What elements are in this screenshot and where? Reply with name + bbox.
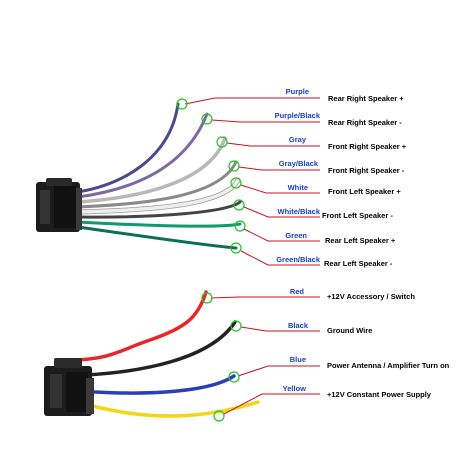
wire-green-black	[76, 225, 238, 250]
wire-function-label: +12V Accessory / Switch	[327, 292, 415, 301]
wire-green	[76, 220, 242, 228]
leader-line	[243, 206, 320, 218]
marker-circle	[201, 292, 213, 304]
wire-color-label: Purple/Black	[275, 111, 321, 120]
marker-circle	[213, 410, 225, 422]
marker-circle	[233, 199, 245, 211]
wire-function-label: Front Left Speaker +	[328, 187, 401, 196]
power-harness	[44, 290, 260, 418]
marker-circle	[230, 177, 242, 189]
wire-color-label: Red	[290, 287, 305, 296]
marker-circle	[228, 160, 240, 172]
wire-color-label: White/Black	[277, 207, 320, 216]
label-row: Purple Rear Right Speaker +	[176, 87, 404, 110]
leader-line	[211, 119, 320, 123]
wire-color-label: Yellow	[283, 384, 307, 393]
wire-gray-black	[76, 160, 238, 209]
wire-yellow	[90, 400, 260, 418]
power-connector	[44, 358, 94, 416]
wire-function-label: Ground Wire	[327, 326, 372, 335]
label-row: Purple/Black Rear Right Speaker -	[201, 111, 402, 127]
wire-black	[83, 320, 237, 377]
wire-color-label: White	[288, 183, 308, 192]
wire-red	[68, 290, 208, 362]
leader-line	[238, 166, 320, 171]
leader-line	[223, 393, 320, 415]
wire-color-label: Purple	[286, 87, 309, 96]
marker-circle	[234, 220, 246, 232]
wire-purple-black	[76, 112, 209, 199]
label-row: Green/Black Rear Left Speaker -	[230, 242, 393, 268]
leader-line	[243, 228, 320, 242]
wire-color-label: Green/Black	[276, 255, 321, 264]
wire-function-label: +12V Constant Power Supply	[327, 390, 432, 399]
wire-function-label: Power Antenna / Amplifier Turn on	[327, 361, 450, 370]
marker-circle	[201, 113, 213, 125]
label-row: Green Rear Left Speaker +	[234, 220, 396, 245]
wire-function-label: Front Right Speaker +	[328, 142, 407, 151]
wire-color-label: Blue	[290, 355, 306, 364]
wire-color-label: Gray/Black	[279, 159, 319, 168]
wire-gray	[76, 136, 227, 204]
leader-line	[210, 296, 320, 299]
speaker-labels: Purple Rear Right Speaker + Purple/Black…	[176, 87, 407, 268]
label-row: Black Ground Wire	[230, 320, 372, 335]
marker-circle	[176, 98, 188, 110]
wire-white	[76, 178, 240, 214]
label-row: Blue Power Antenna / Amplifier Turn on	[228, 355, 450, 383]
marker-circle	[228, 371, 240, 383]
speaker-harness	[36, 102, 242, 250]
wire-color-label: Green	[285, 231, 307, 240]
leader-line	[226, 142, 320, 147]
marker-circle	[230, 242, 242, 254]
label-row: Gray Front Right Speaker +	[216, 135, 407, 151]
wire-function-label: Front Right Speaker -	[328, 166, 405, 175]
marker-circle	[216, 136, 228, 148]
power-labels: Red +12V Accessory / Switch Black Ground…	[201, 287, 450, 422]
leader-line	[237, 365, 320, 377]
leader-line	[184, 97, 320, 105]
speaker-connector	[36, 178, 82, 232]
leader-line	[240, 184, 320, 194]
label-row: Yellow +12V Constant Power Supply	[213, 384, 432, 422]
wire-function-label: Rear Right Speaker +	[328, 94, 404, 103]
wire-color-label: Black	[288, 321, 309, 330]
label-row: White/Black Front Left Speaker -	[233, 199, 393, 220]
leader-line	[240, 250, 320, 266]
wire-function-label: Rear Left Speaker -	[324, 259, 393, 268]
marker-circle	[230, 320, 242, 332]
wire-color-label: Gray	[289, 135, 307, 144]
wire-blue	[93, 374, 236, 395]
label-row: White Front Left Speaker +	[230, 177, 401, 196]
wire-function-label: Rear Left Speaker +	[325, 236, 396, 245]
leader-line	[240, 326, 320, 332]
label-row: Red +12V Accessory / Switch	[201, 287, 415, 304]
wire-function-label: Rear Right Speaker -	[328, 118, 402, 127]
wire-purple	[76, 102, 180, 194]
wire-function-label: Front Left Speaker -	[322, 211, 393, 220]
label-row: Gray/Black Front Right Speaker -	[228, 159, 405, 175]
